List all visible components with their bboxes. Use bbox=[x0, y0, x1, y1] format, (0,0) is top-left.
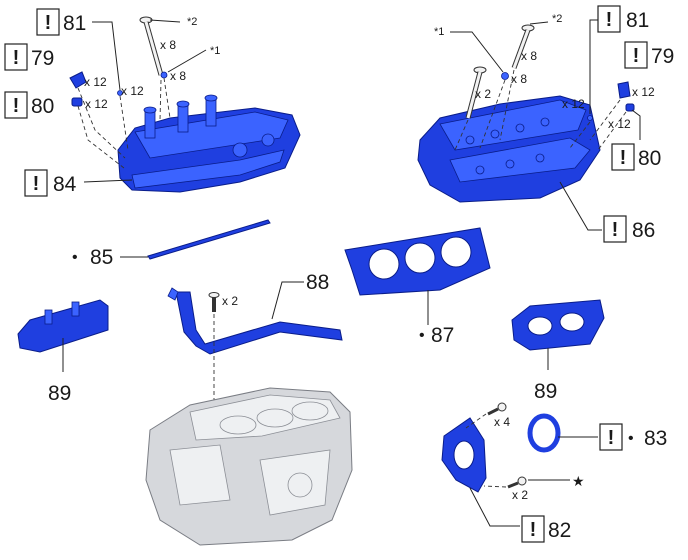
caution-mark: ! bbox=[33, 173, 40, 195]
engine-block bbox=[145, 387, 353, 546]
caution-box-83 bbox=[599, 423, 623, 451]
part-number-85: 85 bbox=[90, 246, 113, 269]
caution-mark: ! bbox=[530, 519, 537, 541]
caution-mark: ! bbox=[45, 12, 52, 34]
shim-81-lh-icon bbox=[117, 90, 123, 96]
caution-mark: ! bbox=[13, 47, 20, 69]
qty-bolt-lower: x 2 bbox=[512, 488, 528, 502]
valve-lifter-79-rh-icon bbox=[617, 81, 631, 99]
qty-79-lh: x 12 bbox=[84, 75, 107, 89]
cylinder-head-lh bbox=[117, 94, 301, 193]
part-number-80-rh: 80 bbox=[638, 147, 661, 170]
qty-bolt-rh: x 8 bbox=[521, 49, 537, 63]
part-number-89-rh: 89 bbox=[534, 380, 557, 403]
pipe-bolt bbox=[208, 292, 220, 312]
insulator-rh bbox=[511, 299, 605, 351]
part-number-81-lh: 81 bbox=[63, 12, 86, 35]
note-star1-rh: *1 bbox=[434, 26, 444, 38]
caution-box-81-lh bbox=[36, 8, 60, 36]
caution-mark: ! bbox=[633, 45, 640, 67]
retainer-bolt-upper bbox=[487, 402, 507, 416]
retainer-bolt-lower bbox=[507, 476, 527, 489]
caution-box-86 bbox=[603, 215, 627, 243]
dot-mark: • bbox=[72, 249, 78, 266]
qty-bolt-lh: x 8 bbox=[160, 38, 176, 52]
insulator-lh bbox=[17, 299, 109, 353]
note-star2-rh: *2 bbox=[552, 13, 562, 25]
part-number-81-rh: 81 bbox=[626, 9, 649, 32]
qty-81-rh: x 12 bbox=[562, 97, 585, 111]
part-number-86: 86 bbox=[632, 219, 655, 242]
washer-lh bbox=[160, 71, 168, 79]
valve-80-rh-icon bbox=[625, 103, 635, 112]
valve-lifter-79-lh-icon bbox=[69, 71, 87, 89]
part-number-89-lh: 89 bbox=[48, 382, 71, 405]
shim-81-rh-icon bbox=[587, 115, 593, 121]
qty-washer-lh: x 8 bbox=[170, 69, 186, 83]
qty-80-lh: x 12 bbox=[85, 97, 108, 111]
head-bolt-rh-short bbox=[465, 66, 487, 119]
part-number-83: 83 bbox=[644, 427, 667, 450]
star-mark: ★ bbox=[572, 473, 585, 489]
qty-81-lh: x 12 bbox=[121, 84, 144, 98]
dot-mark: • bbox=[419, 327, 425, 344]
water-bypass-pipe bbox=[167, 287, 343, 355]
caution-box-81-rh bbox=[597, 5, 621, 33]
qty-80-rh: x 12 bbox=[608, 117, 631, 131]
head-gasket-lh bbox=[147, 219, 271, 260]
oil-seal bbox=[527, 413, 561, 453]
caution-box-79-lh bbox=[4, 43, 28, 71]
part-number-88: 88 bbox=[306, 271, 329, 294]
caution-box-84 bbox=[24, 169, 48, 197]
note-star2-lh: *2 bbox=[187, 16, 197, 28]
caution-mark: ! bbox=[606, 9, 613, 31]
oil-seal-retainer bbox=[441, 417, 487, 493]
caution-box-79-rh bbox=[624, 41, 648, 69]
washer-rh bbox=[501, 72, 509, 80]
head-bolt-lh bbox=[139, 16, 164, 76]
qty-bolt-rh-short: x 2 bbox=[475, 87, 491, 101]
caution-mark: ! bbox=[13, 95, 20, 117]
caution-box-80-rh bbox=[611, 143, 635, 171]
qty-79-rh: x 12 bbox=[632, 85, 655, 99]
caution-mark: ! bbox=[620, 147, 627, 169]
head-gasket-rh bbox=[344, 227, 491, 296]
part-number-79-lh: 79 bbox=[31, 47, 54, 70]
caution-mark: ! bbox=[608, 427, 615, 449]
part-number-79-rh: 79 bbox=[651, 45, 674, 68]
note-star1-lh: *1 bbox=[210, 45, 220, 57]
qty-bolt-upper: x 4 bbox=[494, 415, 510, 429]
valve-80-lh-icon bbox=[71, 97, 83, 107]
qty-washer-rh: x 8 bbox=[511, 72, 527, 86]
qty-pipe-bolt: x 2 bbox=[222, 294, 238, 308]
dot-mark: • bbox=[628, 430, 634, 447]
cylinder-head-rh bbox=[417, 95, 601, 203]
head-bolt-rh-long bbox=[511, 24, 535, 69]
caution-mark: ! bbox=[612, 219, 619, 241]
part-number-84: 84 bbox=[53, 173, 77, 196]
caution-box-82 bbox=[521, 515, 545, 543]
part-number-82: 82 bbox=[548, 519, 571, 542]
caution-box-80-lh bbox=[4, 91, 28, 119]
part-number-87: 87 bbox=[431, 324, 454, 347]
part-number-80-lh: 80 bbox=[31, 95, 54, 118]
